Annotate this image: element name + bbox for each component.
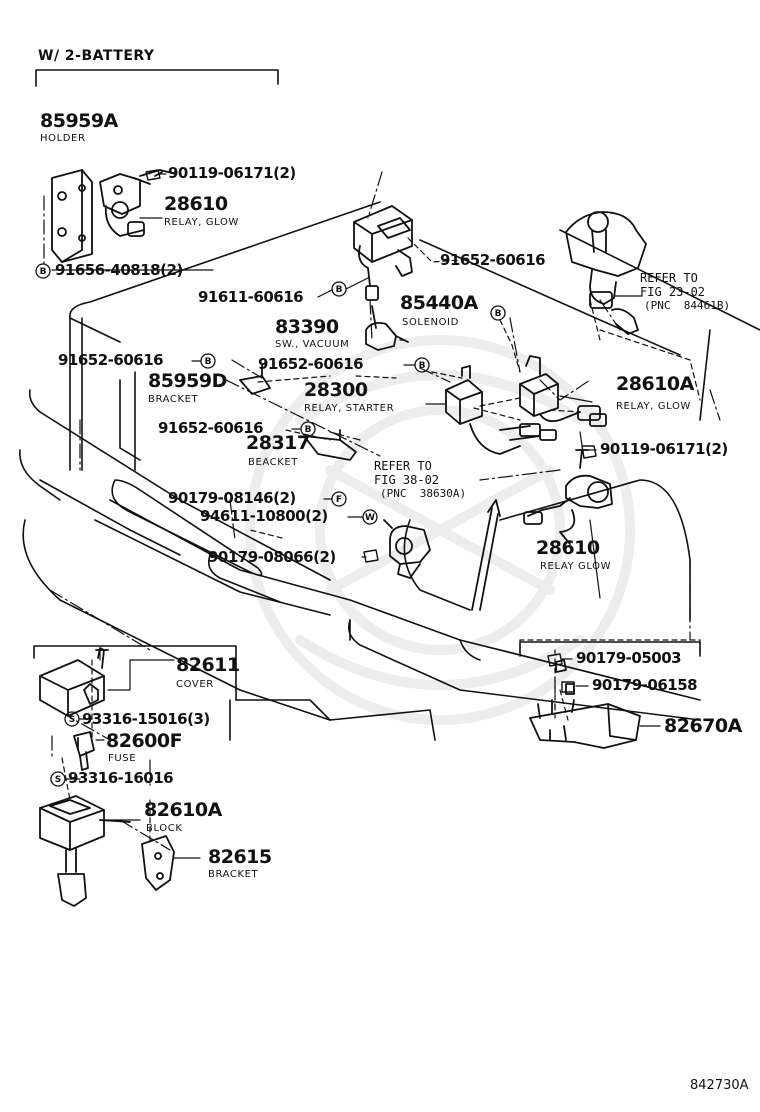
reference-line: (PNC 38630A) [380,487,467,500]
part-number-label: 85959D [148,370,227,392]
part-description: FUSE [108,753,137,764]
part-number-label: 83390 [275,316,339,338]
callout-leaders [51,173,661,859]
reference-line: REFER TO [374,459,432,473]
part-number-label: 85440A [400,292,478,314]
watermark-emblem [245,335,635,725]
solenoid-assembly [353,205,413,351]
part-description: SW., VACUUM [275,339,350,350]
part-number-label: 91652-60616 [258,355,364,373]
part-number-label: 28300 [304,379,368,401]
part-number-label: 91656-40818(2) [55,261,183,279]
part-number-label: 90119-06171(2) [168,164,296,182]
part-number-label: 28610 [164,193,228,215]
part-number-label: 93316-15016(3) [82,710,210,728]
part-number-label: 82610A [144,799,222,821]
part-description: RELAY GLOW [540,561,612,572]
part-description: BRACKET [208,869,259,880]
header-title: W/ 2-BATTERY [38,48,155,64]
vehicle-body-outline [19,201,760,741]
part-number-label: 90179-05003 [576,649,682,667]
part-number-label: 90179-06158 [592,676,698,694]
part-number-label: 90119-06171(2) [600,440,728,458]
refer-fig-38-part [383,519,431,579]
part-number-label: 91652-60616 [58,351,164,369]
bolt-icons [145,169,597,693]
badge-letter: B [305,425,312,435]
glow-relay-lower [523,449,613,545]
holder-part [51,169,93,263]
dashed-leaders [61,237,701,846]
part-number-label: 28610A [616,373,694,395]
part-number-label: 28317 [246,432,310,454]
part-description: BRACKET [148,394,199,405]
part-description: RELAY, GLOW [164,217,239,228]
reference-note-fig-38: REFER TO FIG 38-02 (PNC 38630A) [374,459,466,499]
fuse-block-bracket [141,835,175,891]
reference-note-fig-23: REFER TO FIG 23-02 (PNC 84461B) [640,271,730,311]
badge-letter: B [40,267,47,277]
reference-line: FIG 23-02 [640,285,706,299]
part-number-label: 82600F [106,730,183,752]
fuse-group-bracket-2 [235,699,331,721]
reference-line: REFER TO [640,271,698,285]
part-description: RELAY, STARTER [304,403,395,414]
fastener-badges [35,263,506,787]
reference-line: (PNC 84461B) [644,299,731,312]
relay-block [529,659,641,749]
glow-relay-right [519,355,607,427]
badge-letter: W [365,513,375,523]
badge-letter: B [336,285,343,295]
bracket-85959d [239,363,271,395]
part-description: SOLENOID [402,317,459,328]
badge-letter: F [336,495,342,505]
part-number-label: 91611-60616 [198,288,304,306]
fuse-part [73,731,95,771]
part-number-label: 82670A [664,715,742,737]
part-number-label: 94611-10800(2) [200,507,328,525]
part-description: RELAY, GLOW [616,401,691,412]
relay-block-bracket [519,641,701,657]
badge-letter: B [205,357,212,367]
fuse-cover [39,647,109,717]
part-number-label: 90179-08146(2) [168,489,296,507]
fuse-group-bracket [33,645,237,701]
header-bracket [35,69,279,87]
fastener-badge-letters: B B B B B B F W S S [40,267,502,785]
refer-fig-23-part [565,211,647,335]
figure-code: 842730A [690,1078,749,1093]
part-number-label: 28610 [536,537,600,559]
part-number-label: 82615 [208,846,272,868]
direction-arrow [471,499,501,611]
reference-line: FIG 38-02 [374,473,440,487]
badge-letter: B [495,309,502,319]
part-number-label: 91652-60616 [158,419,264,437]
part-number-label: 90179-08066(2) [208,548,336,566]
part-description: HOLDER [40,133,86,144]
badge-letter: S [69,715,75,725]
badge-letter: S [55,775,61,785]
part-number-label: 85959A [40,110,118,132]
part-number-label: 91652-60616 [440,251,546,269]
part-number-label: 93316-16016 [68,769,174,787]
badge-letter: B [419,361,426,371]
part-number-label: 82611 [176,654,240,676]
bracket-28317 [303,429,357,461]
fuse-block [39,795,131,907]
part-description: BEACKET [248,457,299,468]
part-description: COVER [176,679,214,690]
part-description: BLOCK [146,823,183,834]
starter-relay [445,365,557,455]
